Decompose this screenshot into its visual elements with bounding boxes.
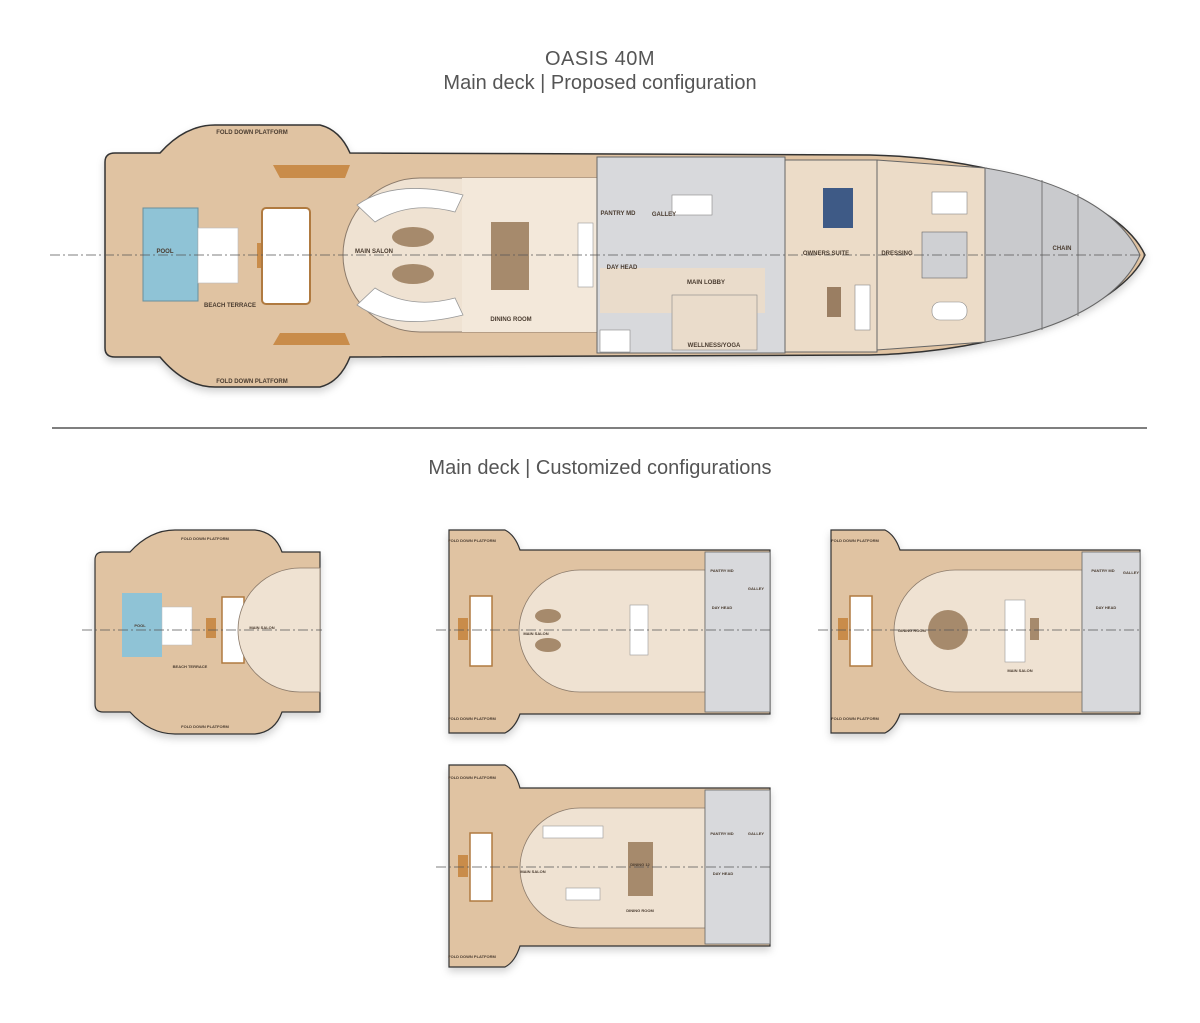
label-dressing: DRESSING	[881, 251, 913, 257]
label-pool: POOL	[156, 249, 173, 255]
label-main-salon: MAIN SALON	[520, 869, 545, 874]
salon-floor	[518, 569, 706, 693]
sofa-icon	[542, 825, 604, 839]
label-galley: GALLEY	[1123, 570, 1140, 575]
label-fold-down-platform: FOLD DOWN PLATFORM	[831, 538, 879, 543]
variant-plan-4: FOLD DOWN PLATFORM FOLD DOWN PLATFORM MA…	[436, 764, 772, 968]
sunpad-icon	[161, 606, 193, 646]
label-day-head: DAY HEAD	[607, 265, 638, 271]
label-galley: GALLEY	[652, 212, 676, 218]
sofa-icon	[854, 284, 871, 331]
galley-counter	[671, 194, 713, 216]
label-dining-12: DINING 12	[630, 862, 650, 867]
salon-sofa-bottom	[356, 287, 464, 322]
label-wellness-yoga: WELLNESS/YOGA	[688, 343, 741, 349]
coffee-table-icon	[392, 264, 434, 284]
label-galley: GALLEY	[748, 831, 765, 836]
stairs	[599, 329, 631, 353]
label-day-head: DAY HEAD	[713, 871, 734, 876]
label-dining-room: DINING ROOM	[490, 317, 531, 323]
label-fold-down-platform: FOLD DOWN PLATFORM	[181, 724, 229, 729]
label-day-head: DAY HEAD	[1096, 605, 1117, 610]
service-area	[1081, 551, 1141, 713]
label-pantry-md: PANTRY MD	[710, 831, 733, 836]
aft-steps-bottom	[273, 333, 350, 345]
label-main-salon: MAIN SALON	[249, 625, 274, 630]
variant-plan-1: FOLD DOWN PLATFORM FOLD DOWN PLATFORM PO…	[82, 529, 322, 735]
label-main-lobby: MAIN LOBBY	[687, 280, 725, 286]
label-main-salon: MAIN SALON	[523, 631, 548, 636]
label-owners-suite: OWNERS SUITE	[803, 251, 849, 257]
label-pantry-md: PANTRY MD	[1091, 568, 1114, 573]
label-galley: GALLEY	[748, 586, 765, 591]
label-fold-down-platform: FOLD DOWN PLATFORM	[216, 130, 288, 136]
section-title: Main deck | Customized configurations	[428, 457, 772, 479]
bed-icon	[823, 188, 853, 228]
variant-plan-3: FOLD DOWN PLATFORM FOLD DOWN PLATFORM DI…	[818, 529, 1142, 734]
page-title: OASIS 40M	[544, 48, 656, 70]
service-area	[704, 551, 771, 713]
label-beach-terrace: BEACH TERRACE	[173, 664, 208, 669]
coffee-table-icon	[206, 618, 216, 638]
coffee-table-icon	[458, 618, 468, 640]
label-chain: CHAIN	[1053, 246, 1072, 252]
aft-sofa-icon	[469, 595, 493, 667]
label-main-salon: MAIN SALON	[355, 249, 393, 255]
label-fold-down-platform: FOLD DOWN PLATFORM	[831, 716, 879, 721]
aft-steps-top	[273, 165, 350, 178]
coffee-table-icon	[535, 609, 561, 623]
shower-icon	[931, 191, 968, 215]
pool-icon	[122, 593, 162, 657]
label-fold-down-platform: FOLD DOWN PLATFORM	[181, 536, 229, 541]
coffee-table-icon	[458, 855, 468, 877]
dining-table-icon	[491, 222, 529, 290]
pool-icon	[142, 207, 199, 302]
coffee-table-icon	[1030, 618, 1039, 640]
label-main-salon: MAIN SALON	[1007, 668, 1032, 673]
label-pool: POOL	[134, 623, 146, 628]
salon-floor	[237, 567, 321, 693]
coffee-table-icon	[392, 227, 434, 247]
variant-plan-2: FOLD DOWN PLATFORM FOLD DOWN PLATFORM MA…	[436, 529, 772, 734]
main-deck-plan: FOLD DOWN PLATFORM FOLD DOWN PLATFORM PO…	[50, 124, 1148, 388]
label-fold-down-platform: FOLD DOWN PLATFORM	[448, 716, 496, 721]
label-dining-room: DINING ROOM	[626, 908, 654, 913]
dining-table-icon	[628, 842, 653, 896]
bathtub-icon	[931, 301, 968, 321]
label-pantry-md: PANTRY MD	[710, 568, 733, 573]
page-subtitle: Main deck | Proposed configuration	[443, 72, 757, 94]
label-fold-down-platform: FOLD DOWN PLATFORM	[216, 379, 288, 385]
sunpad-icon	[197, 227, 239, 284]
salon-floor	[893, 569, 1083, 693]
label-fold-down-platform: FOLD DOWN PLATFORM	[448, 538, 496, 543]
label-fold-down-platform: FOLD DOWN PLATFORM	[448, 954, 496, 959]
label-fold-down-platform: FOLD DOWN PLATFORM	[448, 775, 496, 780]
coffee-table-icon	[838, 618, 848, 640]
salon-sofa-top	[356, 188, 464, 223]
label-day-head: DAY HEAD	[712, 605, 733, 610]
label-beach-terrace: BEACH TERRACE	[204, 303, 256, 309]
label-dining-room: DINING ROOM	[898, 628, 926, 633]
coffee-table-icon	[535, 638, 561, 652]
wellness-floor	[671, 294, 758, 351]
sofa-icon	[1004, 599, 1026, 663]
label-pantry-md: PANTRY MD	[601, 211, 637, 217]
bar-icon	[565, 887, 601, 901]
desk-icon	[827, 287, 841, 317]
aft-sofa-icon	[261, 207, 311, 305]
aft-sofa-icon	[849, 595, 873, 667]
